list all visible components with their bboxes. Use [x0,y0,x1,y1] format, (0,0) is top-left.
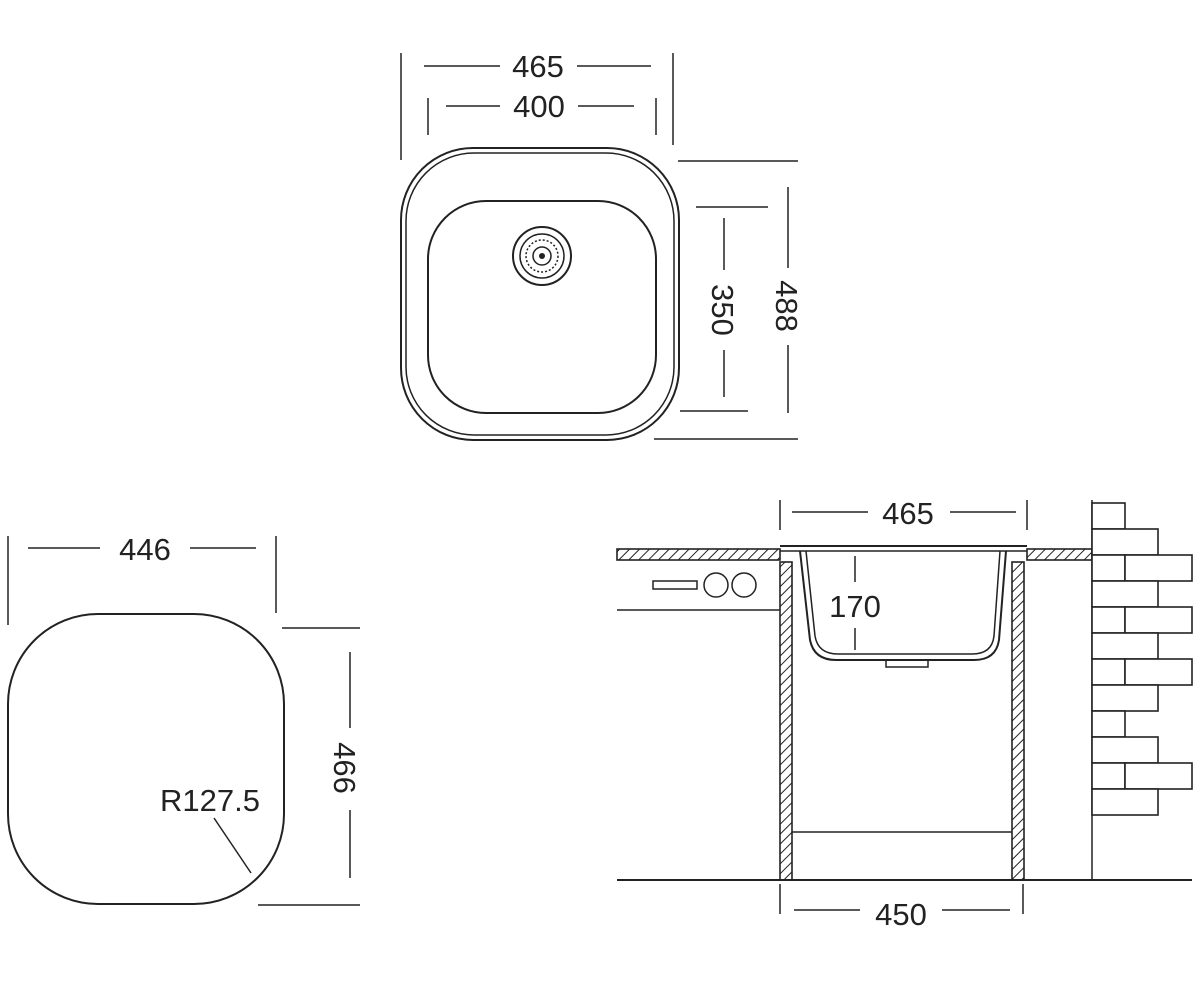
dim-bowl-depth-label: 350 [705,284,740,336]
dim-overall-depth: 488 [654,160,804,440]
cabinet-wall-right [1011,561,1025,881]
dim-overall-width-label: 465 [512,49,564,84]
dim-cutout-depth-label: 466 [327,742,362,794]
dim-overall-width: 465 [400,49,674,160]
sink-outer-rim [400,147,680,441]
section-view: 465 170 450 [616,496,1193,932]
dim-cabinet-width-label: 450 [875,897,927,932]
sink-outer-rim-inner-line [405,152,675,436]
dim-bowl-depth: 350 [680,206,768,412]
dim-cutout-depth: 466 [258,627,362,906]
brick-wall [1091,500,1193,880]
cutout-outline [7,613,285,905]
dim-cutout-width-label: 446 [119,532,171,567]
dim-cabinet-width: 450 [779,884,1024,932]
dim-bowl-width: 400 [427,89,657,135]
dim-section-width: 465 [779,496,1028,531]
dim-overall-depth-label: 488 [769,280,804,332]
dim-bowl-width-label: 400 [513,89,565,124]
cutout-view: 446 466 R127.5 [7,532,362,906]
appliance-icon [652,572,757,598]
dim-cutout-width: 446 [7,532,277,625]
sink-bowl [427,200,657,414]
dim-corner-radius: R127.5 [160,783,260,874]
countertop-right [1026,548,1093,561]
drain-outlet [885,659,929,668]
dim-corner-radius-label: R127.5 [160,783,260,818]
dim-bowl-height: 170 [829,556,881,650]
drain-icon [512,226,572,286]
cabinet-wall-left [779,561,793,881]
countertop-left [616,548,781,561]
top-view: 465 400 350 488 [400,49,804,441]
dim-bowl-height-label: 170 [829,589,881,624]
dim-section-width-label: 465 [882,496,934,531]
